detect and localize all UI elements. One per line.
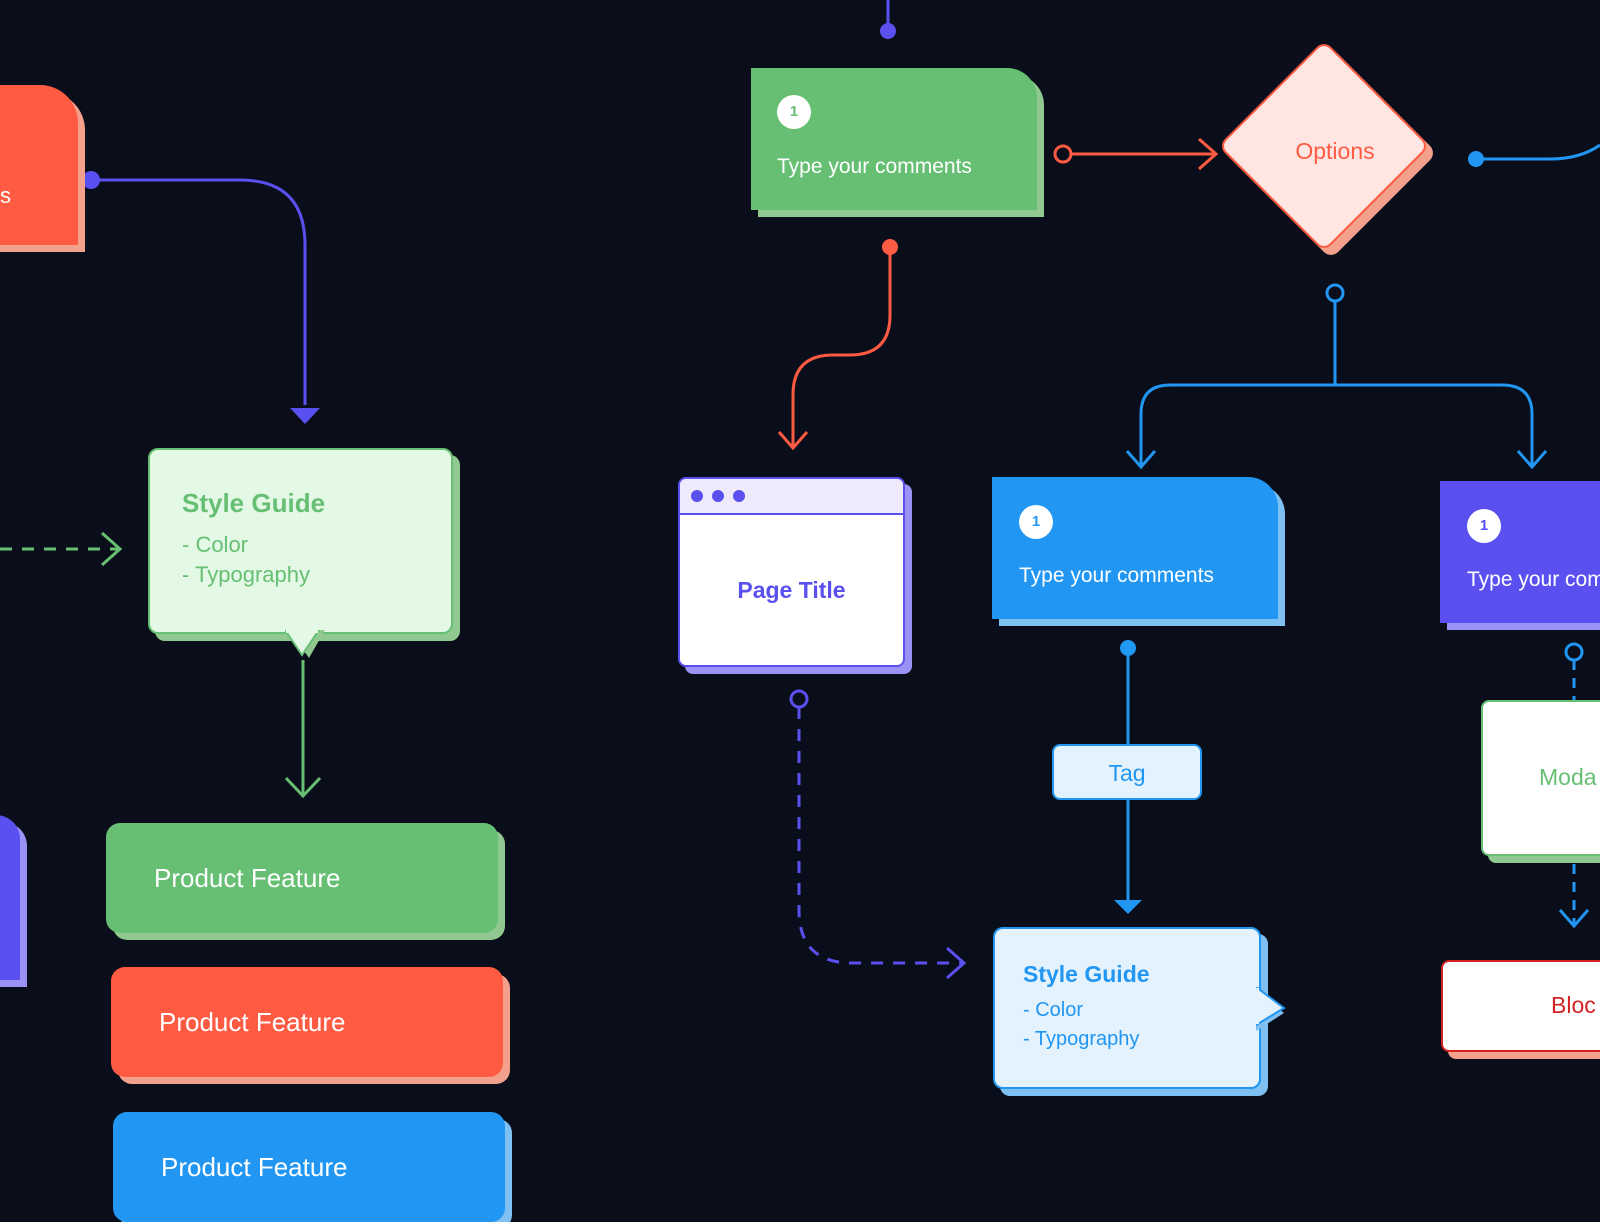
product-feature-green[interactable]: Product Feature <box>106 823 498 933</box>
arrowhead-icon <box>946 946 967 980</box>
block-label: Bloc <box>1551 992 1596 1018</box>
arrowhead-icon <box>101 531 123 567</box>
product-feature-orange-label: Product Feature <box>159 1006 346 1037</box>
comment-badge-purple: 1 <box>1467 509 1501 543</box>
product-feature-green-label: Product Feature <box>154 862 341 893</box>
comment-text-green: Type your comments <box>777 155 972 178</box>
product-feature-orange[interactable]: Product Feature <box>111 967 503 1077</box>
product-feature-blue[interactable]: Product Feature <box>113 1112 505 1222</box>
connector-comment-to-pagetitle <box>791 247 892 447</box>
speech-tail-icon <box>1256 987 1286 1031</box>
window-dot-icon <box>733 490 745 502</box>
style-guide-blue-item-typography: - Typography <box>1023 1028 1140 1050</box>
arrowhead-icon <box>1114 900 1142 914</box>
page-title-label: Page Title <box>737 577 846 603</box>
window-dot-icon <box>712 490 724 502</box>
arrowhead-icon <box>1125 450 1157 470</box>
connector-branch-right <box>1335 383 1534 466</box>
connector-red-to-styleguide <box>91 178 307 405</box>
comment-card-blue[interactable]: 1 Type your comments <box>992 477 1278 619</box>
arrowhead-icon <box>1516 450 1548 470</box>
modal-card[interactable]: Moda <box>1481 700 1600 856</box>
style-guide-blue-title: Style Guide <box>1023 961 1150 987</box>
comment-badge-green: 1 <box>777 95 811 129</box>
style-guide-green-title: Style Guide <box>182 488 326 518</box>
tag-label: Tag <box>1108 760 1146 786</box>
comment-badge-blue: 1 <box>1019 505 1053 539</box>
window-dot-icon <box>691 490 703 502</box>
arrowhead-icon <box>290 408 320 424</box>
block-card[interactable]: Bloc <box>1441 960 1600 1052</box>
speech-tail-icon <box>285 630 325 658</box>
connector-options-right <box>1476 143 1600 161</box>
options-label: Options <box>1295 138 1375 164</box>
connector-pagetitle-to-styleguide <box>797 707 962 965</box>
arrowhead-icon <box>777 431 809 451</box>
comment-text-blue: Type your comments <box>1019 564 1214 587</box>
arrowhead-icon <box>284 776 322 799</box>
page-title-window[interactable]: Page Title <box>678 477 905 667</box>
arrowhead-icon <box>1198 137 1219 171</box>
style-guide-green-item-color: - Color <box>182 532 249 557</box>
arrowhead-icon <box>1558 909 1590 929</box>
style-guide-blue-card[interactable]: Style Guide - Color - Typography <box>993 927 1261 1089</box>
left-red-card[interactable]: s <box>0 85 78 245</box>
comment-text-purple: Type your com <box>1467 568 1600 591</box>
style-guide-green-item-typography: - Typography <box>182 562 311 587</box>
modal-label: Moda <box>1539 764 1597 790</box>
comment-card-green[interactable]: 1 Type your comments <box>751 68 1037 210</box>
left-red-card-label: s <box>0 183 11 208</box>
connector-hollow-dot <box>789 689 809 709</box>
connector-dot <box>880 23 896 39</box>
connector-branch-left <box>1139 383 1335 466</box>
connector-hollow-dot <box>1053 144 1073 164</box>
comment-card-purple[interactable]: 1 Type your com <box>1440 481 1600 623</box>
connector-hollow-dot <box>1325 283 1345 303</box>
window-titlebar <box>680 479 903 515</box>
product-feature-blue-label: Product Feature <box>161 1151 348 1182</box>
left-purple-card[interactable] <box>0 815 20 980</box>
connector-hollow-dot <box>1564 642 1584 662</box>
tag-pill[interactable]: Tag <box>1052 744 1202 800</box>
style-guide-green-card[interactable]: Style Guide - Color - Typography <box>148 448 453 634</box>
style-guide-blue-item-color: - Color <box>1023 999 1084 1021</box>
